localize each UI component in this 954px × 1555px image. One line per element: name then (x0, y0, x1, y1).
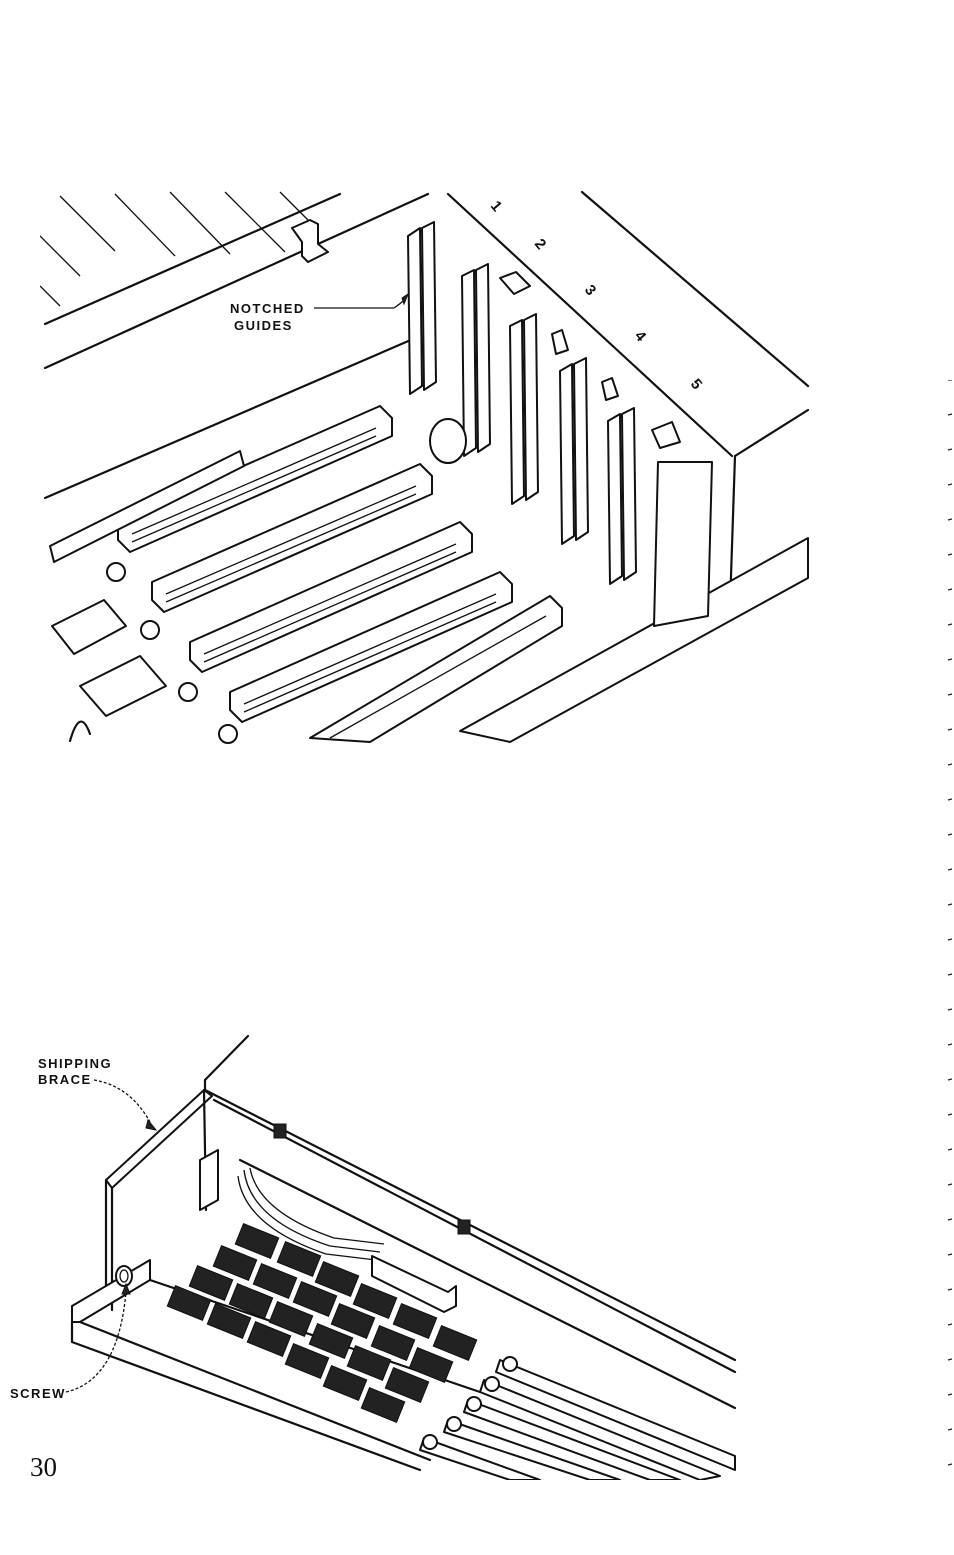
screw-head (116, 1266, 132, 1286)
edge-connectors (107, 406, 562, 743)
edge-tick-marks (946, 380, 954, 1480)
slot-number-4: 4 (631, 328, 650, 346)
shipping-brace-label-line1: SHIPPING (38, 1056, 112, 1071)
notched-guides-label-line1: NOTCHED (230, 301, 305, 316)
slot-number-2: 2 (531, 236, 549, 253)
lid-hatching (40, 192, 310, 306)
notched-guides (408, 222, 712, 626)
screw-label: SCREW (10, 1386, 66, 1401)
expansion-slots-illustration: NOTCHED GUIDES 1 2 3 4 5 (40, 186, 820, 746)
shipping-brace-label-line2: BRACE (38, 1072, 92, 1087)
slot-number-1: 1 (487, 198, 505, 215)
memory-chips (167, 1224, 476, 1423)
slot-number-3: 3 (581, 282, 599, 299)
shipping-brace-illustration: SHIPPING BRACE SCREW (0, 1030, 760, 1480)
card-slots (420, 1357, 735, 1480)
notched-guides-label-line2: GUIDES (234, 318, 293, 333)
page-number: 30 (30, 1452, 57, 1483)
slot-number-5: 5 (687, 376, 705, 393)
